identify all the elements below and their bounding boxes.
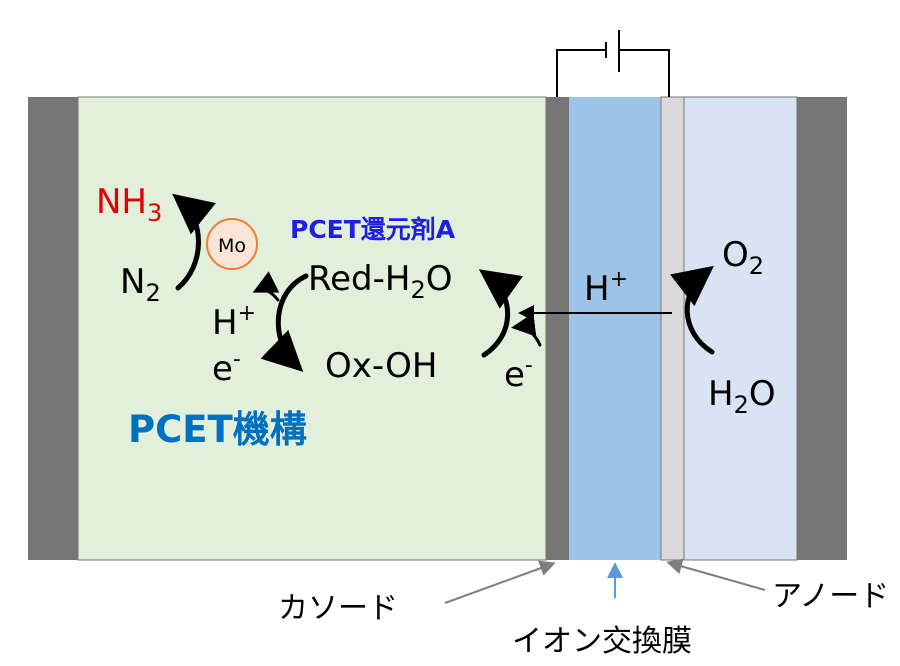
cathode-label: カソード: [278, 591, 398, 626]
mo-catalyst-circle: [206, 218, 258, 270]
mo-label: Mo: [218, 235, 246, 257]
h2o-anode-label: H2O: [708, 374, 776, 419]
red-h2o-label: Red-H2O: [308, 259, 452, 304]
anode-electrode: [660, 96, 685, 561]
e-right-label: e-: [504, 353, 533, 395]
external-circuit: [556, 30, 670, 97]
proton-transfer-arrow-left: [252, 271, 280, 302]
ox-oh-label: Ox-OH: [325, 346, 437, 386]
h-plus-membrane-label: H+: [584, 267, 628, 309]
anode-pointer-arrow: [666, 558, 766, 591]
ion-exchange-membrane: [569, 97, 661, 560]
cathode-chamber: [77, 96, 547, 561]
anode-label: アノード: [772, 579, 889, 614]
reductant-label: PCET還元剤A: [290, 215, 456, 244]
pcet-mechanism-label: PCET機構: [128, 408, 307, 451]
water-oxidation-arrow: [670, 265, 715, 355]
cathode-electrode: [546, 97, 569, 560]
o2-label: O2: [722, 235, 764, 280]
n2-label: N2: [120, 262, 161, 307]
ion-exchange-membrane-label: イオン交換膜: [512, 624, 692, 659]
nh3-label: NH3: [96, 182, 162, 227]
end-plate-right: [797, 97, 847, 560]
h-plus-left-label: H+: [212, 301, 256, 343]
cathode-pointer-arrow: [444, 560, 556, 604]
end-plate-left: [28, 97, 78, 560]
regeneration-arrow: [478, 269, 524, 358]
electron-transfer-arrow-right: [511, 312, 542, 347]
n2-to-nh3-arrow: [172, 193, 216, 291]
reductant-cycle-arrow: [260, 273, 309, 372]
anode-chamber: [683, 96, 798, 561]
e-left-label: e-: [212, 347, 241, 389]
